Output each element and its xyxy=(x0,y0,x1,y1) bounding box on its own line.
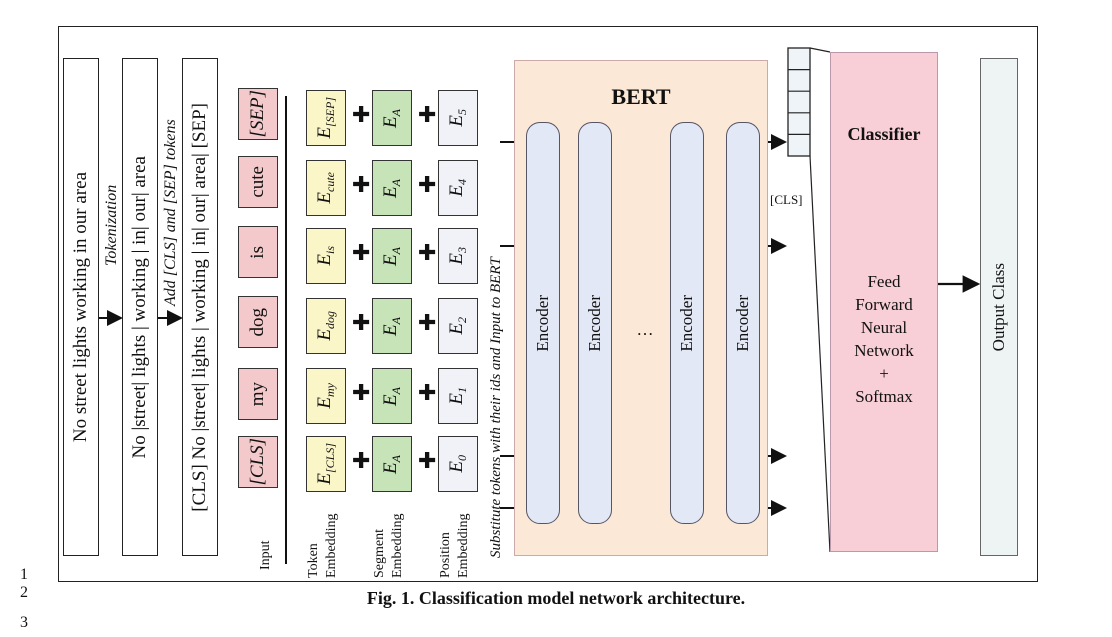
line-number-3: 3 xyxy=(20,614,28,631)
encoder-block-2: Encoder xyxy=(578,122,612,524)
column-label-token-1: Token xyxy=(306,543,321,578)
segment-embedding: EA xyxy=(372,90,412,146)
column-label-segment-2: Embedding xyxy=(390,513,405,578)
input-token-label: [CLS] xyxy=(247,438,268,486)
encoder-label: Encoder xyxy=(733,294,752,352)
column-label-token-2: Embedding xyxy=(324,513,339,578)
plus-icon: ✚ xyxy=(352,449,371,474)
token-embedding-cls: E[CLS] xyxy=(306,436,346,492)
input-token-label: my xyxy=(247,381,268,407)
position-embedding-5: E5 xyxy=(438,90,478,146)
raw-sentence-box: No street lights working in our area xyxy=(63,58,99,556)
encoder-label: Encoder xyxy=(533,294,552,352)
input-token-label: [SEP] xyxy=(247,90,268,138)
segment-embedding: EA xyxy=(372,436,412,492)
input-token-label: is xyxy=(247,245,268,259)
output-class-box: Output Class xyxy=(980,58,1018,556)
with-special-tokens-text: [CLS] No |street| lights | working | in|… xyxy=(189,102,210,512)
input-token-label: dog xyxy=(247,307,268,337)
substitute-label: Substitute tokens with their ids and Inp… xyxy=(488,257,504,558)
encoder-label: Encoder xyxy=(677,294,696,352)
position-embedding-0: E0 xyxy=(438,436,478,492)
token-embedding-dog: Edog xyxy=(306,298,346,354)
input-token-my: my xyxy=(238,368,278,420)
position-embedding-4: E4 xyxy=(438,160,478,216)
segment-embedding: EA xyxy=(372,368,412,424)
plus-icon: ✚ xyxy=(418,103,437,128)
plus-icon: ✚ xyxy=(352,311,371,336)
plus-icon: ✚ xyxy=(418,381,437,406)
input-token-dog: dog xyxy=(238,296,278,348)
classifier-description: Feed Forward Neural Network + Softmax xyxy=(854,272,914,406)
bert-title: BERT xyxy=(611,84,671,109)
with-special-tokens-box: [CLS] No |street| lights | working | in|… xyxy=(182,58,218,556)
segment-embedding: EA xyxy=(372,298,412,354)
tokenized-text: No |street| lights | working | in| our| … xyxy=(129,155,150,459)
classifier-panel xyxy=(830,52,938,552)
figure-frame xyxy=(58,26,1038,582)
plus-icon: ✚ xyxy=(418,449,437,474)
input-token-cute: cute xyxy=(238,156,278,208)
figure-caption: Fig. 1. Classification model network arc… xyxy=(366,588,746,608)
plus-icon: ✚ xyxy=(352,173,371,198)
segment-embedding: EA xyxy=(372,228,412,284)
input-token-sep: [SEP] xyxy=(238,88,278,140)
classifier-title: Classifier xyxy=(847,124,921,144)
column-label-position-2: Embedding xyxy=(456,513,471,578)
plus-icon: ✚ xyxy=(352,381,371,406)
token-embedding-cute: Ecute xyxy=(306,160,346,216)
tokenized-box: No |street| lights | working | in| our| … xyxy=(122,58,158,556)
cls-output-label: [CLS] xyxy=(770,192,803,207)
column-label-input: Input xyxy=(258,540,273,570)
input-token-is: is xyxy=(238,226,278,278)
plus-icon: ✚ xyxy=(418,311,437,336)
token-embedding-sep: E[SEP] xyxy=(306,90,346,146)
encoder-block-1: Encoder xyxy=(526,122,560,524)
column-label-position-1: Position xyxy=(438,532,453,578)
token-embedding-my: Emy xyxy=(306,368,346,424)
segment-embedding: EA xyxy=(372,160,412,216)
position-embedding-2: E2 xyxy=(438,298,478,354)
column-label-segment-1: Segment xyxy=(372,529,387,578)
plus-icon: ✚ xyxy=(352,103,371,128)
position-embedding-3: E3 xyxy=(438,228,478,284)
encoder-block-3: Encoder xyxy=(670,122,704,524)
output-class-label: Output Class xyxy=(989,262,1008,352)
raw-sentence-text: No street lights working in our area xyxy=(70,171,91,443)
line-number-1: 1 xyxy=(20,566,28,583)
plus-icon: ✚ xyxy=(352,241,371,266)
add-tokens-label: Add [CLS] and [SEP] tokens xyxy=(162,119,179,306)
token-embedding-is: Eis xyxy=(306,228,346,284)
input-token-label: cute xyxy=(247,166,268,198)
encoder-ellipsis: … xyxy=(636,320,654,339)
input-token-cls: [CLS] xyxy=(238,436,278,488)
encoder-label: Encoder xyxy=(585,294,604,352)
position-embedding-1: E1 xyxy=(438,368,478,424)
tokenization-label: Tokenization xyxy=(103,184,120,266)
plus-icon: ✚ xyxy=(418,241,437,266)
line-number-2: 2 xyxy=(20,584,28,601)
plus-icon: ✚ xyxy=(418,173,437,198)
encoder-block-4: Encoder xyxy=(726,122,760,524)
